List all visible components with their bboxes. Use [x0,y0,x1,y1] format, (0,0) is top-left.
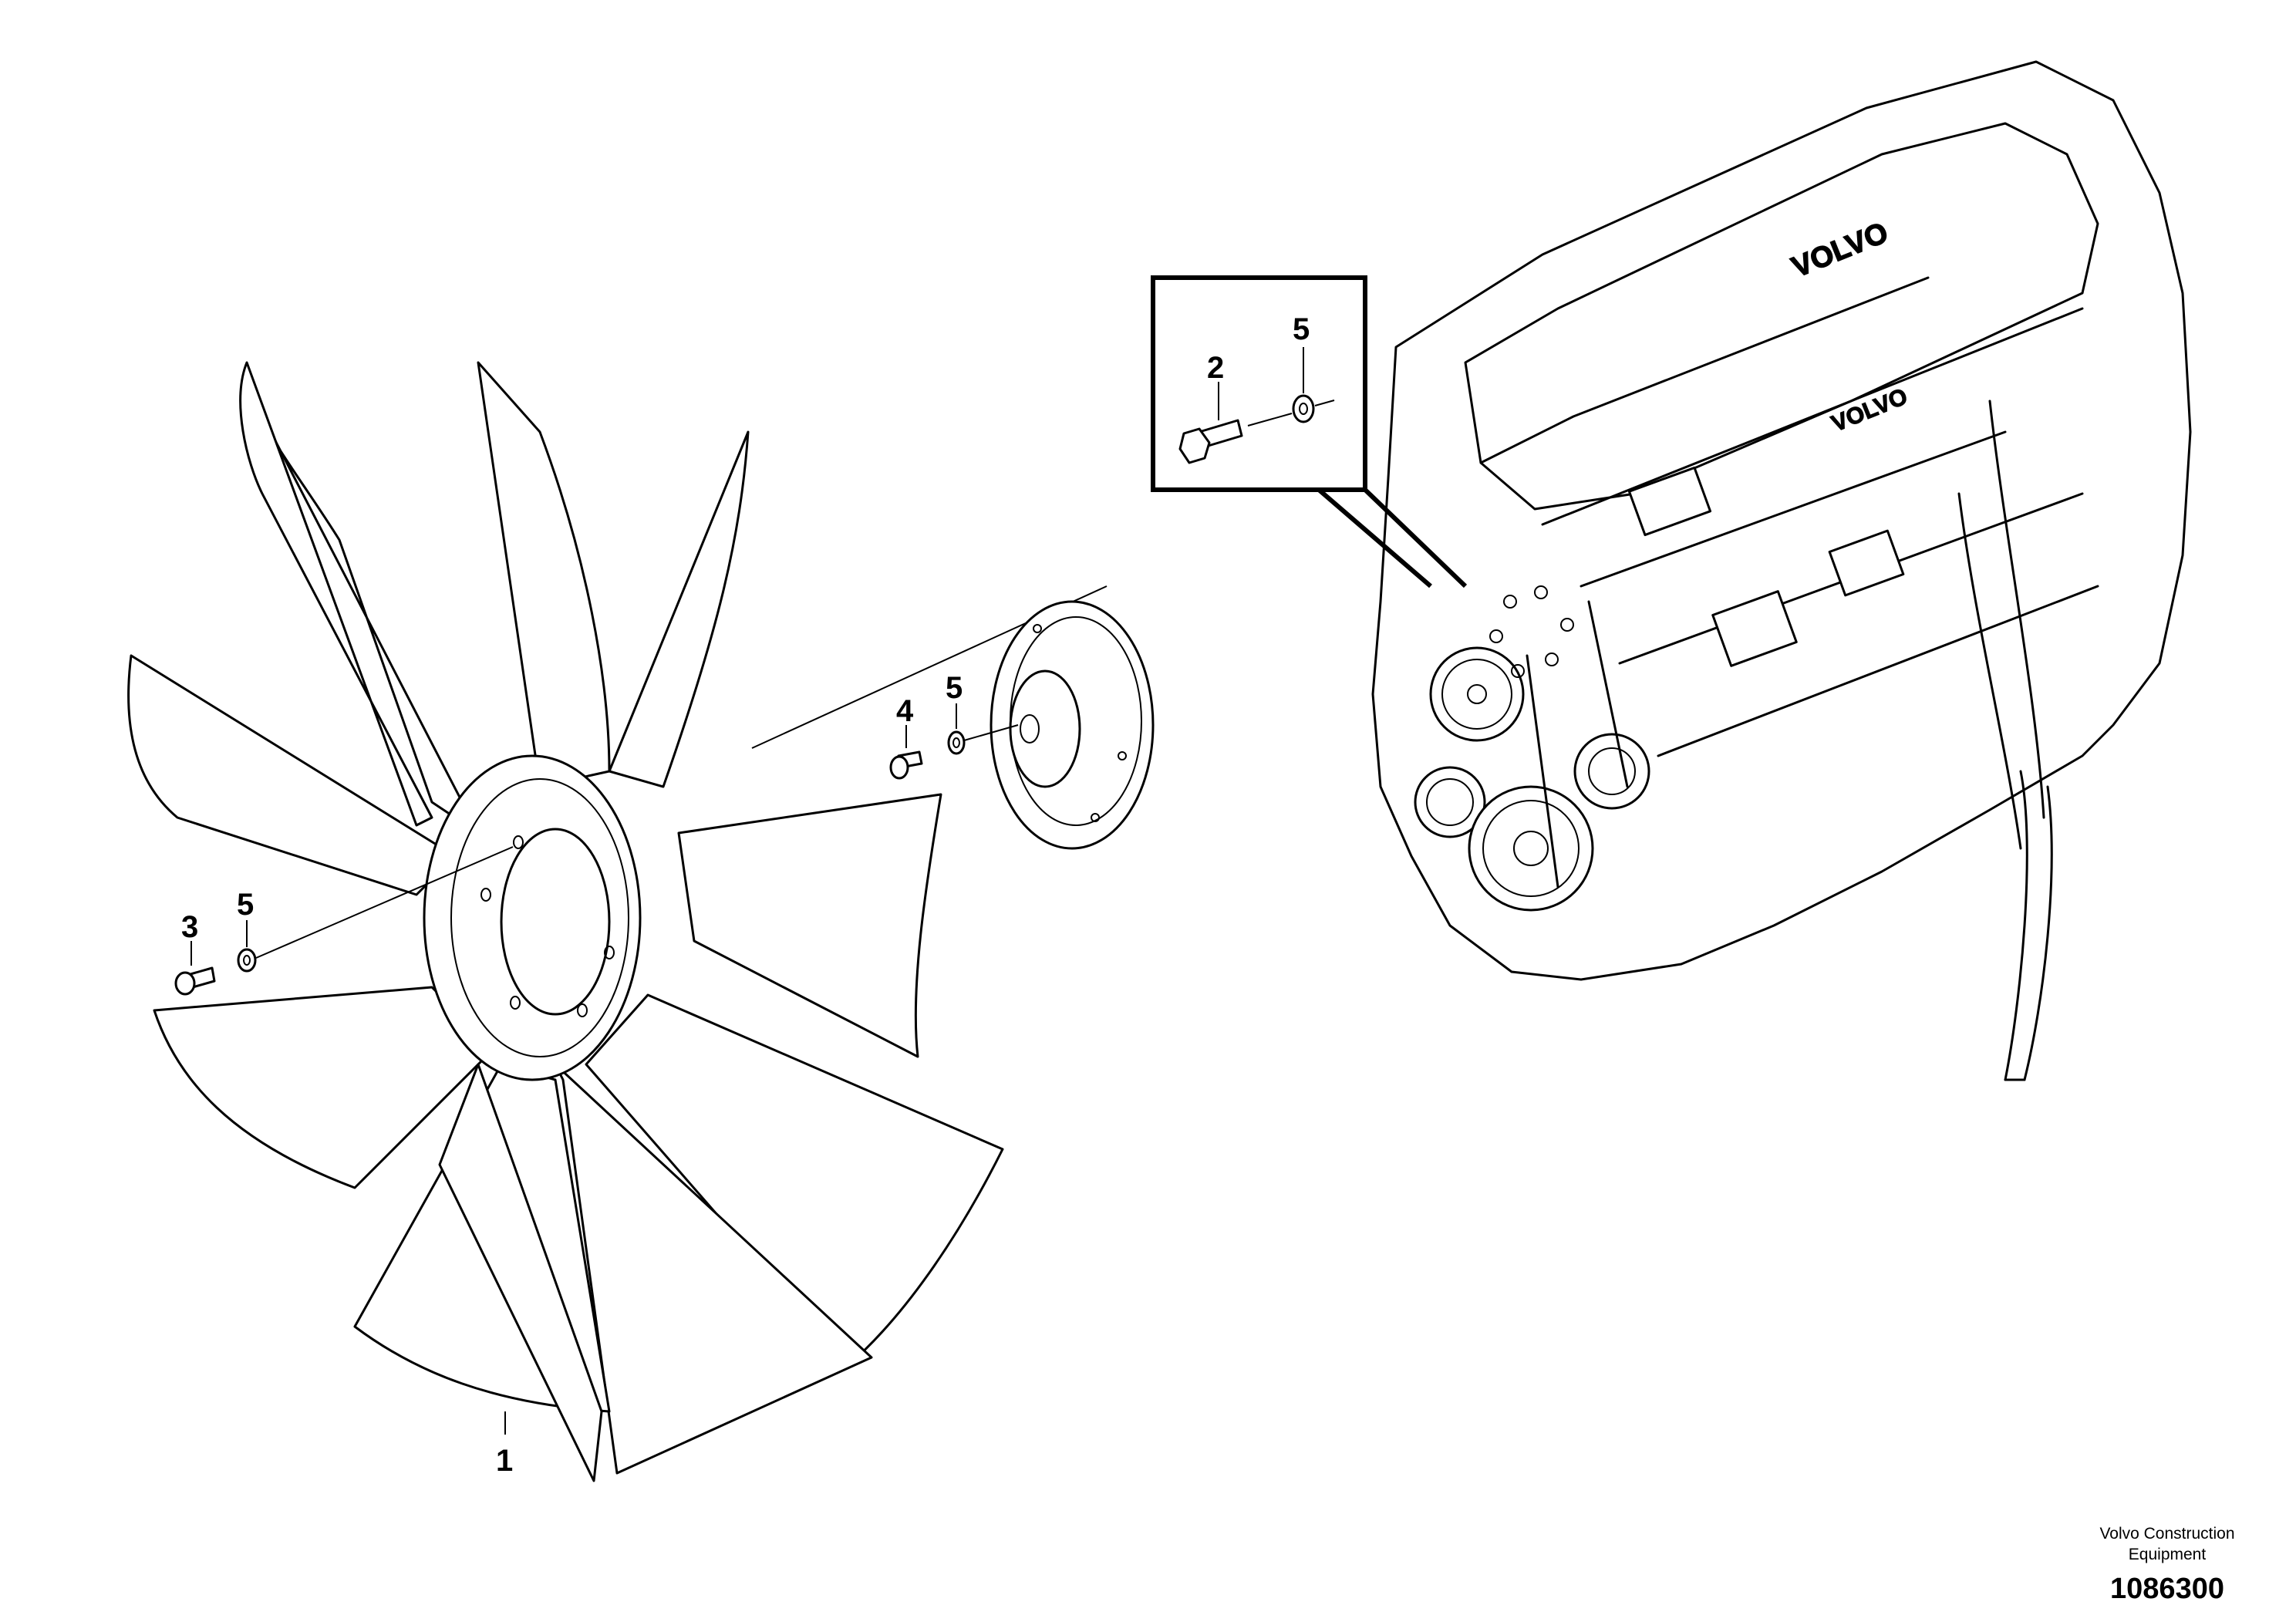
document-number: 1086300 [2110,1573,2224,1605]
fan-screw-icon [174,966,216,996]
hub-washer-icon [947,730,966,755]
callout-inset-washer: 5 [1293,312,1310,346]
callout-hub-washer: 5 [946,671,963,705]
callout-hub-screw: 4 [896,694,914,728]
hub-screw-icon [889,750,923,780]
fan-washer-icon [237,948,257,973]
callout-fan-washer: 5 [237,888,254,922]
credit-line-2: Equipment [2129,1546,2207,1563]
callout-inset-screw: 2 [1207,351,1224,385]
detail-inset-icon [1151,275,1468,588]
engine-icon: VOLVO VOLVO [1371,60,2192,1081]
fan-hub-icon [751,585,1155,850]
callout-fan-screw: 3 [181,910,198,944]
credit-line-1: Volvo Construction [2099,1525,2234,1543]
cooling-fan-icon [127,361,1004,1482]
callout-fan: 1 [496,1444,513,1478]
